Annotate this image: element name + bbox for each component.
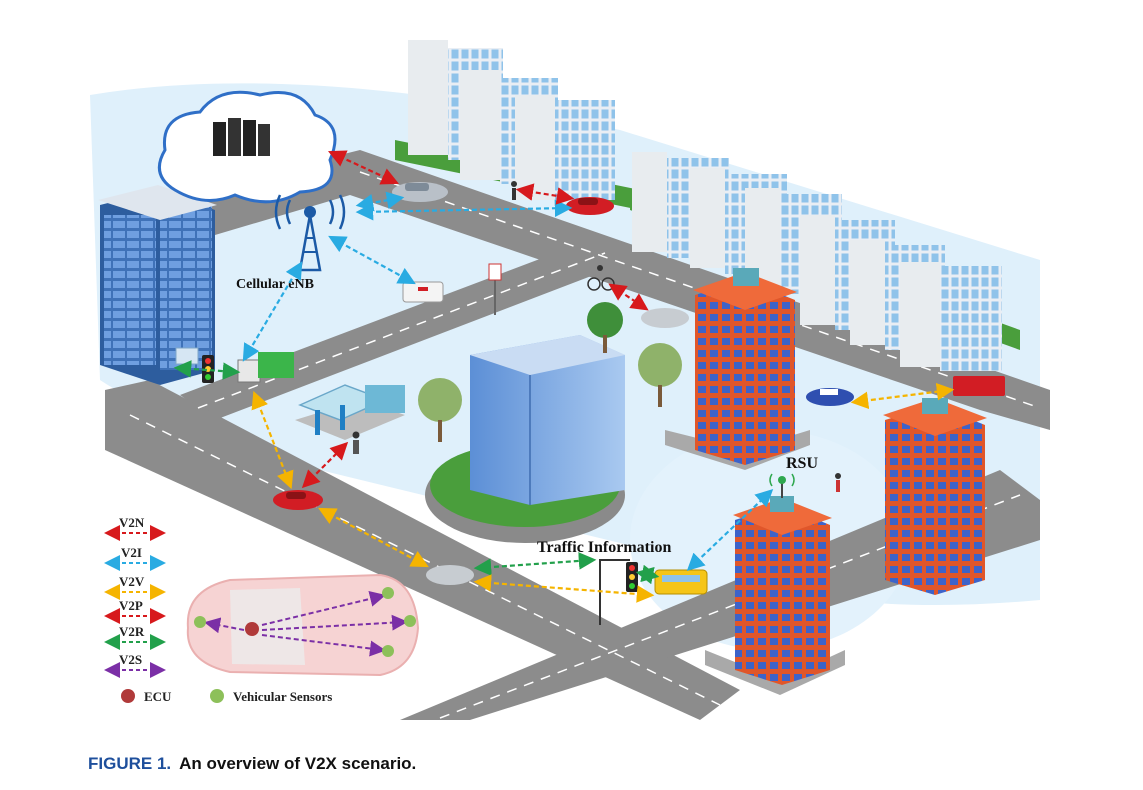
sensor-legend-label: Vehicular Sensors [233,689,332,704]
tree [587,302,623,338]
legend-label: V2R [119,624,145,639]
sensor-dot [382,587,394,599]
link-v2i [355,199,573,221]
school-bus [654,569,708,595]
building-back-8 [850,240,885,345]
pedestrian-right [835,473,841,492]
buildings-back-row [395,40,1020,371]
building-back-3 [515,95,555,200]
tree [638,343,682,387]
legend-label: V2I [121,545,142,560]
figure-caption: FIGURE 1. An overview of V2X scenario. [88,754,416,774]
road-sign [488,263,502,315]
central-glass-building [425,335,625,543]
road-center-line-4 [197,252,606,409]
legend-label: V2V [119,574,145,589]
ecu-legend-dot [121,689,135,703]
sensor-dot [194,616,206,628]
cellular-enb-label: Cellular eNB [236,277,314,292]
server-rack-icon [213,118,270,156]
road-center-line-2 [439,494,1021,719]
car-silver-right [641,308,689,328]
link-v2i [686,488,774,572]
legend-label: V2N [119,515,145,530]
ecu-legend-label: ECU [144,689,172,704]
ecu-sensor-car [186,573,420,677]
rsu-antenna-icon [769,473,795,498]
legend-item: V2V [104,574,166,600]
link-v2v [473,574,655,603]
pedestrian-station [352,431,360,454]
building-back-7 [800,215,835,325]
link-v2i [328,235,416,285]
police-car [806,388,854,406]
sensor-legend-dot [210,689,224,703]
cellular-tower-icon [274,194,346,272]
link-v2p [515,183,575,205]
communication-links [173,150,955,603]
car-red-top [566,197,614,215]
legend-item: V2P [104,598,166,624]
building-back-4 [632,152,667,252]
fire-truck [953,376,1005,396]
link-v2r [173,360,241,380]
pedestrian-top [511,181,517,200]
building-back-1 [408,40,448,155]
road-cross-right [400,470,1040,720]
gas-station [295,384,405,440]
building-back-9 [900,262,940,367]
building-back-5 [690,168,725,268]
figure-caption-text: An overview of V2X scenario. [179,754,417,773]
sensor-dot [404,615,416,627]
sensor-dot [382,645,394,657]
tree [418,378,462,422]
legend-label: V2P [119,598,143,613]
ambulance [402,281,444,303]
link-v2i [242,261,303,362]
traffic-information-label: Traffic Information [537,539,671,556]
cloud-server [157,90,337,204]
rsu-label: RSU [786,455,818,472]
link-v2r [473,552,597,576]
link-v2v [251,390,294,490]
link-v2n [328,150,399,185]
link-v2p [301,441,349,489]
left-office-building [98,185,217,385]
orange-tower-2 [883,398,987,595]
link-v2r [635,564,660,585]
link-v2p [608,283,649,311]
building-back-2 [460,70,500,180]
legend-item: V2N [104,515,166,541]
road-center-line-3 [359,171,1041,409]
legend-label: V2S [119,652,142,667]
legend: V2N V2I V2V V2P V2R V2S ECU Vehicular Se… [104,515,332,704]
link-v2v [318,507,429,568]
legend-item: V2S [104,652,166,678]
trees [418,302,682,442]
car-red-bottom [273,490,323,510]
legend-item: V2R [104,624,166,650]
car-silver-bottom [426,565,474,585]
orange-tower-1 [665,268,810,470]
car-silver-top [392,182,448,202]
legend-item: V2I [104,545,166,571]
figure-number: FIGURE 1. [88,754,172,773]
ecu-dot [245,622,259,636]
